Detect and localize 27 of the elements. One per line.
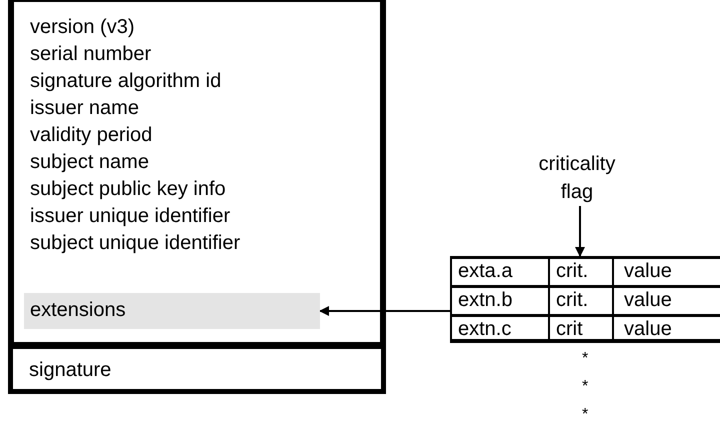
- field-label: issuer name: [30, 97, 139, 119]
- field-label: signature: [29, 359, 112, 381]
- field-label: issuer unique identifier: [30, 205, 230, 227]
- ellipsis-mark: *: [582, 349, 588, 369]
- table-cell: crit: [548, 317, 612, 343]
- field-label: signature algorithm id: [30, 70, 222, 92]
- table-cell: crit.: [548, 288, 612, 314]
- field-label: subject name: [30, 151, 149, 173]
- table-cell: value: [612, 317, 720, 343]
- highlighted-field: extensions: [24, 293, 320, 329]
- table-cell: value: [612, 259, 720, 285]
- ellipsis-mark: *: [582, 377, 588, 397]
- field-label: version (v3): [30, 16, 134, 38]
- field-label: subject unique identifier: [30, 232, 240, 254]
- field-label: subject public key info: [30, 178, 226, 200]
- table-cell: exta.a: [450, 259, 548, 285]
- field-label: serial number: [30, 43, 152, 65]
- annotation-text: criticality flag: [500, 150, 654, 206]
- extensions-table: [450, 256, 720, 345]
- field-label: validity period: [30, 124, 152, 146]
- table-cell: crit.: [548, 259, 612, 285]
- table-cell: extn.b: [450, 288, 548, 314]
- ellipsis-mark: *: [582, 405, 588, 425]
- arrow: [319, 306, 450, 316]
- table-cell: extn.c: [450, 317, 548, 343]
- arrow: [575, 206, 585, 257]
- table-cell: value: [612, 288, 720, 314]
